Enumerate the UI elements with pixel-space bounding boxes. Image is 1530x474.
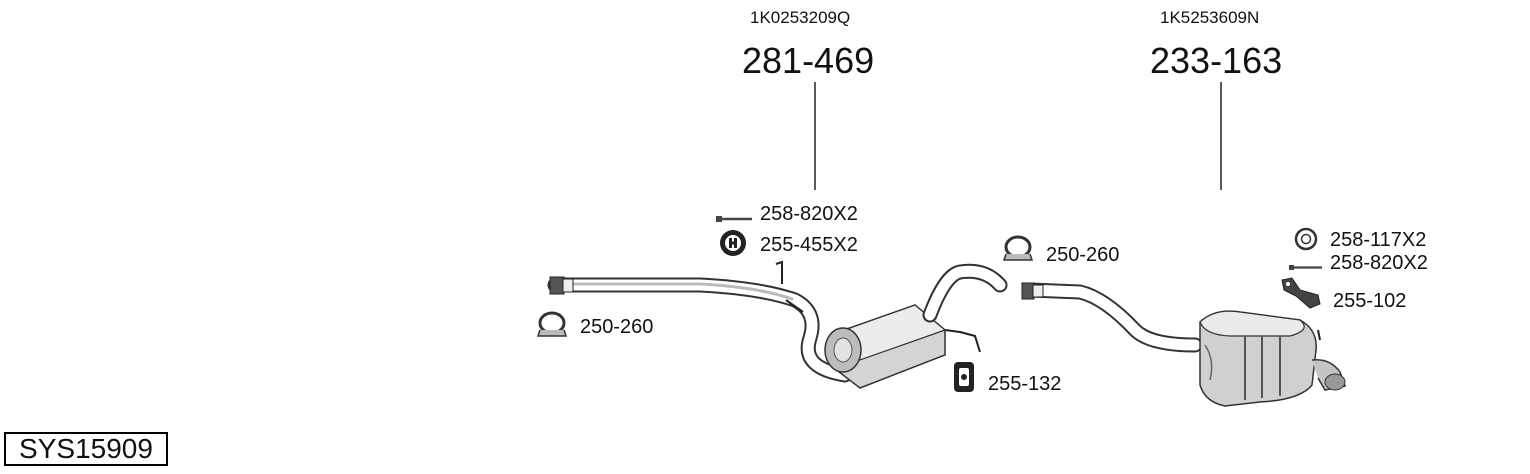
- fitting-label-bolt-front: 258-820X2: [760, 203, 858, 225]
- rear-silencer: [1199, 310, 1317, 407]
- rear-pipe: [1022, 282, 1203, 353]
- fitting-label-clamp-rear: 250-260: [1046, 244, 1120, 266]
- rear-part-number: 233-163: [1150, 40, 1283, 81]
- ring-icon: [1294, 227, 1318, 251]
- clamp-icon: [536, 311, 568, 337]
- front-silencer-hanger: [944, 329, 981, 353]
- front-silencer: [824, 304, 947, 389]
- clamp-icon-2: [1002, 235, 1034, 261]
- rear-oem-number: 1K5253609N: [1160, 8, 1260, 27]
- rubber-mount-icon: [954, 362, 974, 392]
- bolt-icon-2: [1289, 265, 1322, 270]
- system-code-box: SYS15909: [4, 432, 168, 466]
- fitting-label-clamp-front: 250-260: [580, 316, 654, 338]
- rear-inlet: [1021, 282, 1044, 300]
- front-hanger-rod: [775, 260, 783, 284]
- fitting-label-hanger: 255-455X2: [760, 234, 858, 256]
- front-outlet-pipe: [922, 263, 1008, 323]
- fitting-label-rubber-mount: 255-132: [988, 373, 1062, 395]
- front-hanger-rod-2: [785, 299, 804, 313]
- front-oem-number: 1K0253209Q: [750, 8, 851, 27]
- fitting-label-ring: 258-117X2: [1330, 229, 1427, 251]
- bracket-icon: [1281, 277, 1321, 309]
- rear-silencer-hanger: [1317, 329, 1321, 341]
- front-pipe: [547, 277, 853, 383]
- bolt-icon: [716, 216, 752, 222]
- rear-tailpipe: [1311, 359, 1346, 391]
- hanger-icon: [720, 230, 746, 256]
- front-inlet: [549, 276, 574, 295]
- fitting-label-bracket: 255-102: [1333, 290, 1407, 312]
- fitting-label-bolt-rear: 258-820X2: [1330, 252, 1428, 274]
- front-part-number: 281-469: [742, 40, 875, 81]
